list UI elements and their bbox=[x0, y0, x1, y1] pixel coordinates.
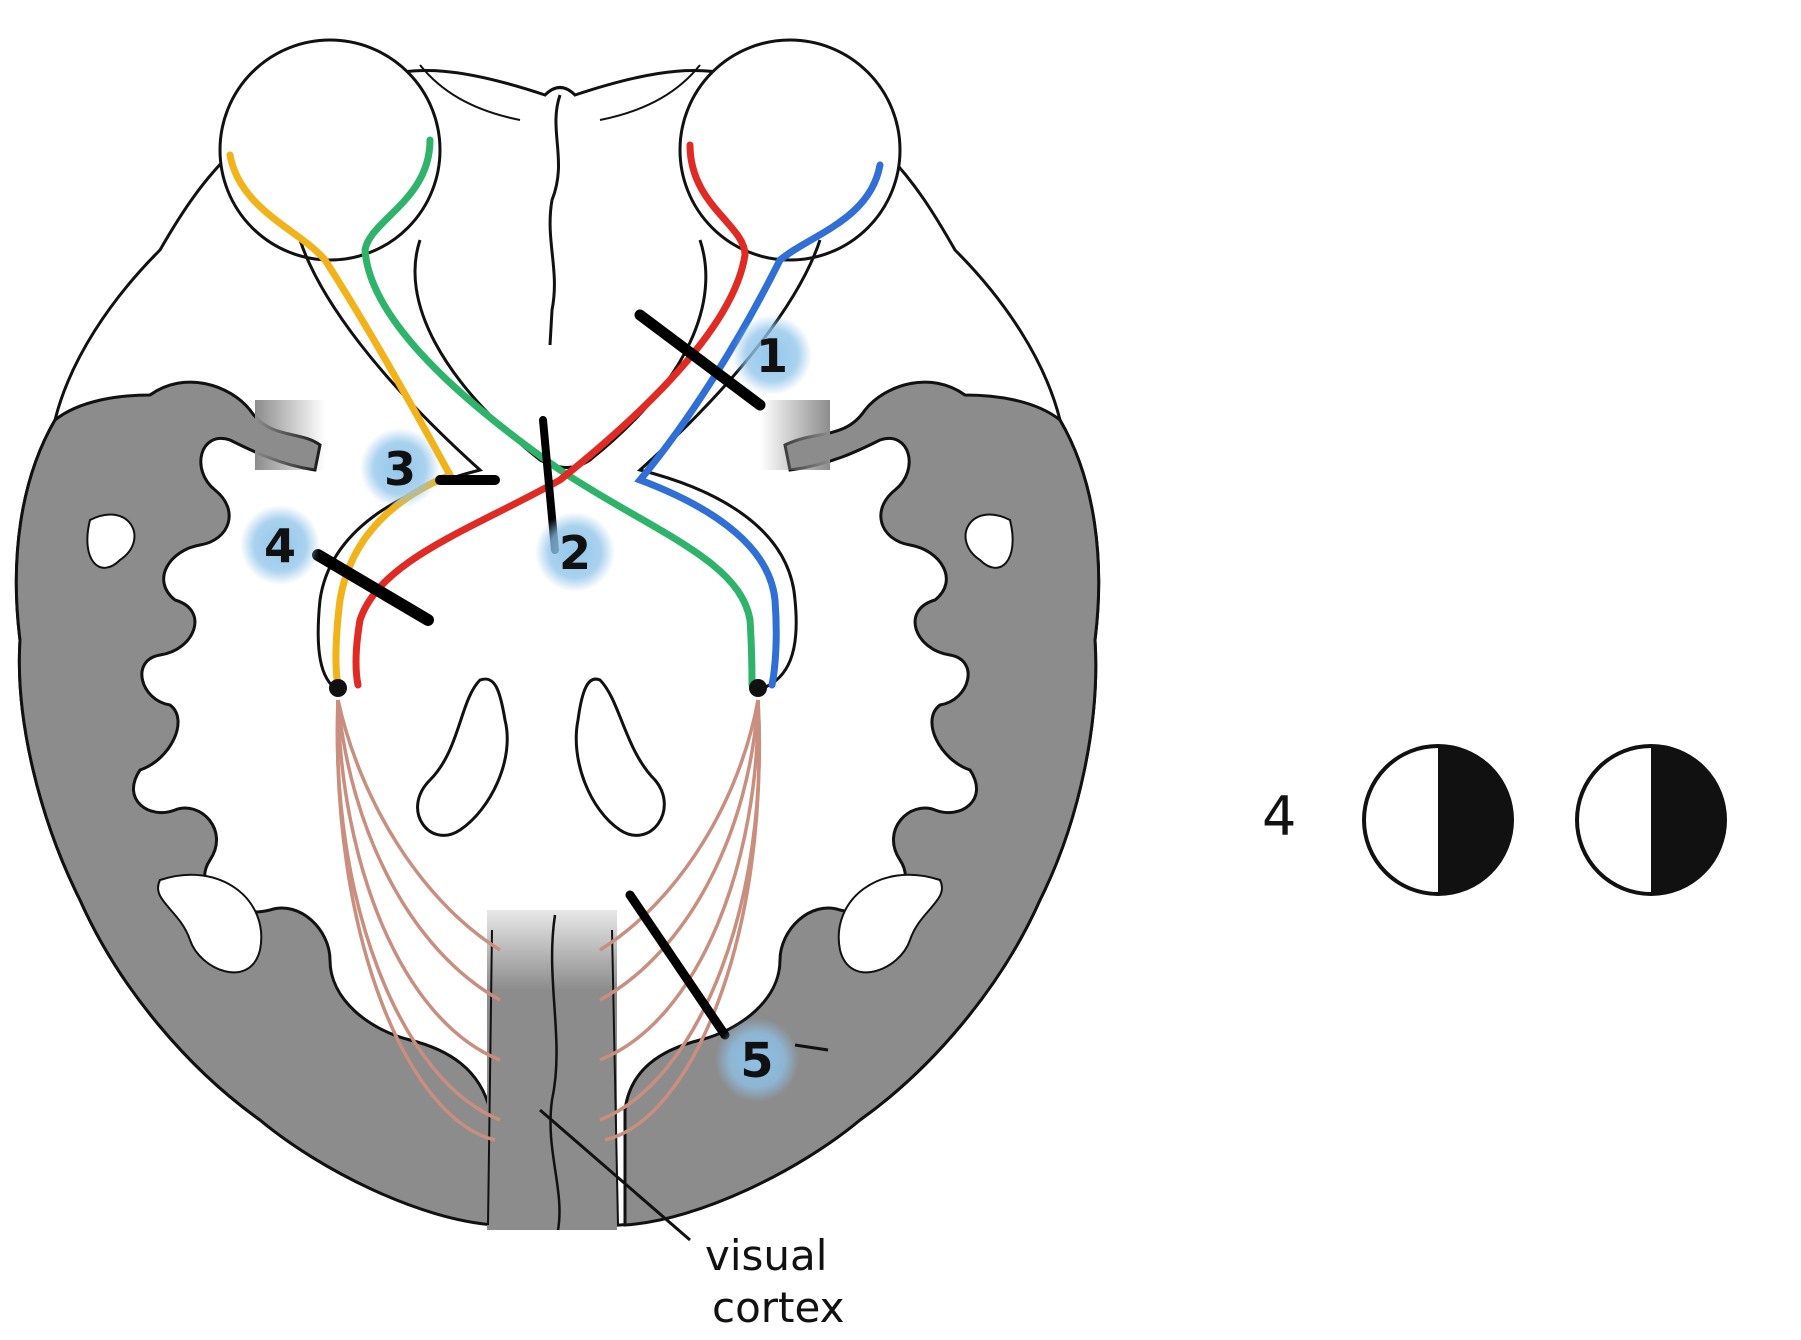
lesion-bar-5 bbox=[625, 890, 730, 1040]
interhemispheric-fissure bbox=[548, 94, 562, 346]
gyrus-fold-right-2 bbox=[837, 873, 943, 974]
cortex-right bbox=[623, 380, 1101, 1227]
fibre-left-nasal bbox=[361, 136, 756, 689]
fibre-left-temporal bbox=[226, 151, 455, 689]
lesion-marker-2: 2 bbox=[535, 512, 615, 592]
cortex-fade-left bbox=[255, 400, 325, 470]
frontal-sulcus-left bbox=[419, 64, 521, 121]
cortex-fade-right bbox=[760, 400, 830, 470]
lesion-bar-4 bbox=[312, 549, 434, 626]
lgn-right bbox=[749, 679, 767, 697]
frontal-sulcus-right bbox=[599, 64, 701, 121]
calcarine-fissure bbox=[549, 914, 561, 1231]
cortex-left bbox=[14, 380, 497, 1227]
lesion-5-tick bbox=[794, 1043, 829, 1052]
lesion-marker-1: 1 bbox=[732, 315, 812, 395]
visual-cortex-pointer bbox=[539, 1108, 691, 1242]
lesion-marker-3: 3 bbox=[360, 428, 440, 508]
lesion-bar-1 bbox=[634, 309, 766, 411]
lgn-left bbox=[329, 679, 347, 697]
gyrus-fold-left-2 bbox=[157, 873, 263, 974]
svg-text:3: 3 bbox=[384, 442, 416, 496]
fibre-right-temporal bbox=[634, 161, 884, 689]
visual-field-left-eye bbox=[1362, 744, 1514, 896]
fibre-right-nasal bbox=[352, 141, 749, 689]
left-eye bbox=[218, 38, 442, 262]
svg-text:4: 4 bbox=[264, 519, 296, 573]
visual-cortex-label-line1: visual bbox=[705, 1231, 827, 1280]
visual-cortex-label-line2: cortex bbox=[712, 1283, 844, 1332]
right-eye bbox=[678, 38, 902, 262]
lesion-marker-4: 4 bbox=[240, 505, 320, 585]
ventricle-right bbox=[574, 677, 666, 837]
svg-text:1: 1 bbox=[756, 329, 788, 383]
visual-field-row-label: 4 bbox=[1262, 785, 1296, 848]
gyrus-fold-right-1 bbox=[964, 513, 1014, 569]
gyrus-fold-left-1 bbox=[86, 513, 136, 569]
svg-text:5: 5 bbox=[740, 1033, 773, 1089]
svg-text:2: 2 bbox=[559, 526, 591, 580]
visual-field-right-eye bbox=[1575, 744, 1727, 896]
optic-radiations bbox=[335, 699, 762, 1142]
lesion-marker-5: 5 bbox=[715, 1018, 799, 1102]
occipital-midline-edge-left bbox=[487, 929, 493, 1226]
ventricle-left bbox=[416, 677, 509, 837]
